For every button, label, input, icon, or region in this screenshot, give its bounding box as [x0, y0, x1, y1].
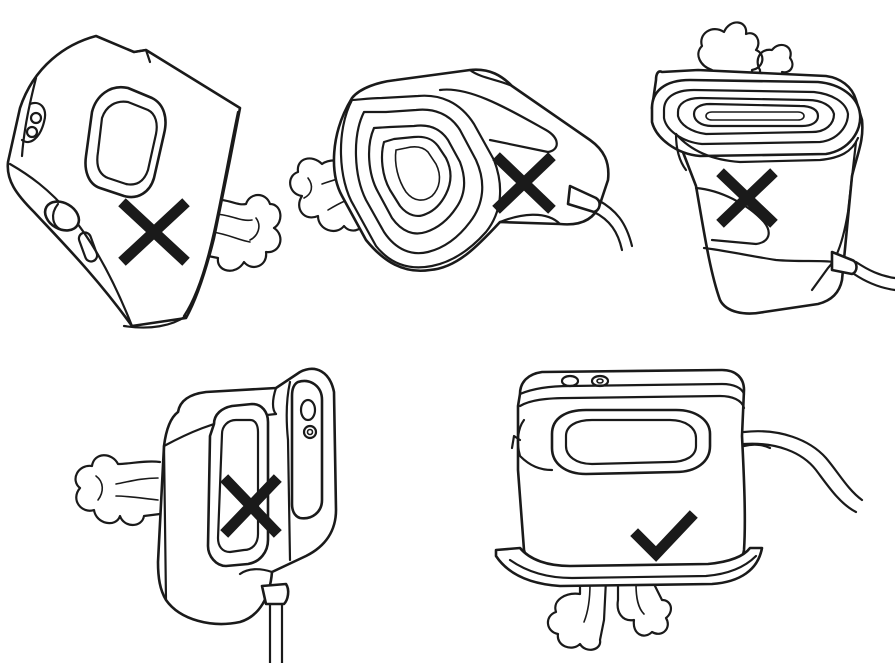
power-cord — [262, 584, 288, 663]
panel-upright-steamer — [496, 370, 862, 650]
handle-grip — [552, 410, 710, 474]
soleplate-rings — [652, 80, 860, 156]
handle-grip — [86, 87, 166, 197]
panel-side-steamer — [290, 70, 632, 271]
steam-cloud-icon — [548, 580, 671, 650]
steam-cloud-icon — [76, 455, 160, 525]
power-cord — [744, 431, 862, 512]
control-buttons — [292, 381, 322, 518]
panel-back-standing-steamer — [76, 369, 336, 663]
panel-upside-down-steamer — [652, 22, 895, 313]
steamer-body — [334, 70, 608, 271]
panel-tilted-steamer — [8, 36, 281, 328]
